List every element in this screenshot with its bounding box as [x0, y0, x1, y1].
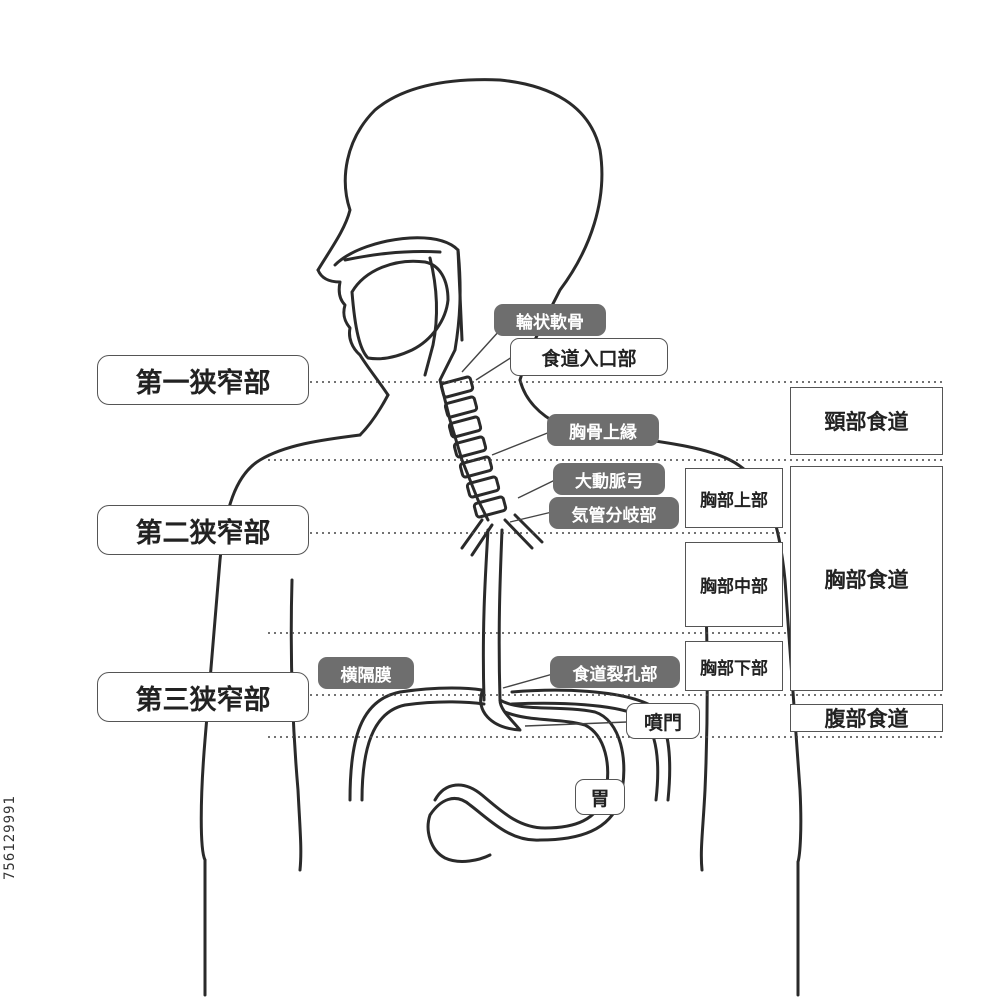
head-outline [316, 78, 604, 382]
thoracic-middle-box: 胸部中部 [685, 542, 783, 627]
body-outline-left [199, 433, 362, 862]
cervical-esophagus-box: 頸部食道 [790, 387, 943, 455]
bronchus-right [503, 513, 544, 550]
esophagus-left-wall [481, 528, 490, 702]
hiatus-label: 食道裂孔部 [550, 656, 680, 688]
stomach-outline [426, 698, 626, 863]
nasal-line [343, 250, 442, 262]
abdominal-esophagus-box: 腹部食道 [790, 704, 943, 732]
tongue-outline [350, 259, 450, 361]
aortic-arch-label: 大動脈弓 [553, 463, 665, 495]
leader-sternal [491, 431, 551, 456]
stomach-label: 胃 [575, 779, 625, 815]
arm-line-left [289, 578, 303, 872]
cardia-loop [479, 690, 522, 732]
diaphragm-label: 横隔膜 [318, 657, 414, 689]
first-narrowing-label: 第一狭窄部 [97, 355, 309, 405]
leader-aortic-arch [517, 479, 556, 499]
leader-cricoid [461, 329, 501, 373]
thoracic-upper-box: 胸部上部 [685, 468, 783, 528]
tracheal-bifurcation-label: 気管分岐部 [549, 497, 679, 529]
oral-cavity-outline [333, 236, 464, 342]
third-narrowing-label: 第三狭窄部 [97, 672, 309, 722]
thoracic-esophagus-box: 胸部食道 [790, 466, 943, 691]
leader-cardia [524, 721, 628, 727]
pharynx-inner [423, 256, 438, 377]
pharynx [438, 248, 490, 522]
body-bottom [203, 858, 800, 997]
cardia-label: 噴門 [626, 703, 700, 739]
neck-left [358, 393, 390, 437]
leader-tracheal [509, 511, 553, 523]
cricoid-label: 輪状軟骨 [494, 304, 606, 336]
esophageal-entry-label: 食道入口部 [510, 338, 668, 376]
sternal-upper-label: 胸骨上縁 [547, 414, 659, 446]
thoracic-lower-box: 胸部下部 [685, 641, 783, 691]
trachea [439, 375, 508, 519]
leader-esoph-entry [475, 356, 513, 381]
face-outline [316, 268, 390, 397]
image-id: 756129991 [2, 795, 18, 880]
esophagus-right-wall [497, 528, 504, 702]
arm-line-right [699, 578, 709, 872]
second-narrowing-label: 第二狭窄部 [97, 505, 309, 555]
